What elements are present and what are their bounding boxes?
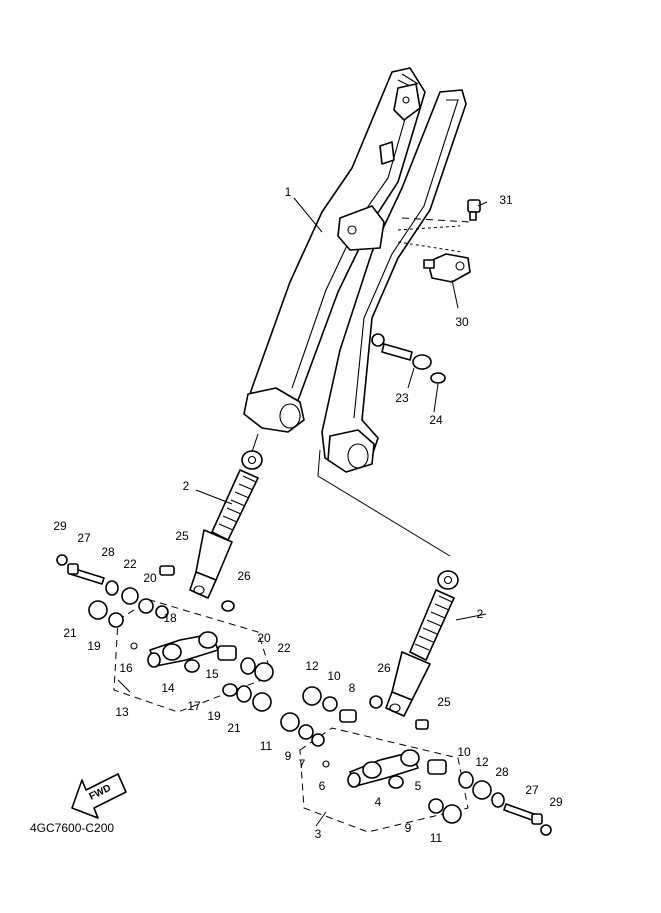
diagram-code: 4GC7600-C200: [30, 821, 114, 835]
callout-22-a: 22: [123, 557, 137, 571]
part-30-clamp: [423, 253, 471, 283]
callout-8: 8: [349, 681, 356, 695]
callout-22-b: 22: [277, 641, 291, 655]
part-24-cap: [430, 372, 446, 384]
callout-30: 30: [455, 315, 469, 329]
callout-10-a: 10: [327, 669, 341, 683]
right-shock: [385, 570, 459, 717]
callout-12-b: 12: [475, 755, 489, 769]
callouts: 1 2 2 3 4 5 6 7 8 9 9 10 10 11 11 12 12 …: [53, 185, 563, 845]
callout-29-a: 29: [53, 519, 67, 533]
callout-2-right: 2: [477, 607, 484, 621]
callout-15: 15: [205, 667, 219, 681]
left-shock: [189, 450, 263, 599]
callout-20-a: 20: [143, 571, 157, 585]
callout-9-a: 9: [285, 749, 292, 763]
callout-10-b: 10: [457, 745, 471, 759]
callout-4: 4: [375, 795, 382, 809]
callout-17: 17: [187, 699, 201, 713]
callout-29-b: 29: [549, 795, 563, 809]
callout-9-b: 9: [405, 821, 412, 835]
callout-16: 16: [119, 661, 133, 675]
callout-20-b: 20: [257, 631, 271, 645]
callout-7: 7: [299, 757, 306, 771]
left-hardware: [56, 554, 274, 712]
fwd-arrow-icon: FWD: [71, 773, 127, 819]
callout-2-left: 2: [183, 479, 190, 493]
callout-27-b: 27: [525, 783, 539, 797]
callout-28-a: 28: [101, 545, 115, 559]
callout-21-a: 21: [63, 626, 77, 640]
callout-26-a: 26: [237, 569, 251, 583]
callout-24: 24: [429, 413, 443, 427]
callout-23: 23: [395, 391, 409, 405]
callout-25-a: 25: [175, 529, 189, 543]
callout-25-b: 25: [437, 695, 451, 709]
right-linkage: [299, 727, 469, 833]
callout-18: 18: [163, 611, 177, 625]
callout-6: 6: [319, 779, 326, 793]
right-hardware: [280, 686, 552, 836]
callout-5: 5: [415, 779, 422, 793]
swingarm: [243, 67, 467, 473]
part-23-bolt: [371, 333, 432, 370]
callout-1: 1: [285, 185, 292, 199]
callout-14: 14: [161, 681, 175, 695]
callout-3: 3: [315, 827, 322, 841]
callout-21-b: 21: [227, 721, 241, 735]
callout-19-b: 19: [207, 709, 221, 723]
callout-28-b: 28: [495, 765, 509, 779]
callout-26-b: 26: [377, 661, 391, 675]
leader-lines: [117, 197, 488, 827]
callout-11-b: 11: [430, 831, 443, 845]
callout-13: 13: [115, 705, 129, 719]
callout-19-a: 19: [87, 639, 101, 653]
callout-27-a: 27: [77, 531, 91, 545]
callout-31: 31: [499, 193, 513, 207]
callout-12-a: 12: [305, 659, 319, 673]
callout-11-a: 11: [260, 739, 273, 753]
part-31-bolt: [467, 199, 481, 221]
